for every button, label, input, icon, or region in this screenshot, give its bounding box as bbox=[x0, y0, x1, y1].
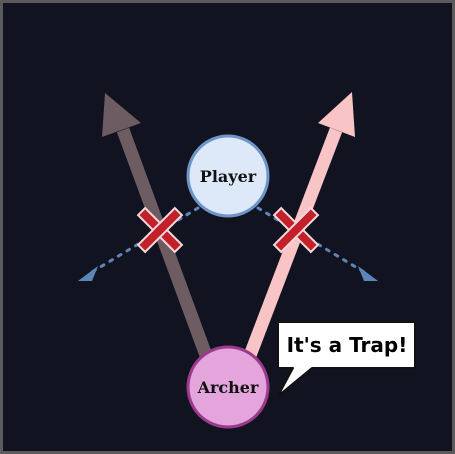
player-node[interactable]: Player bbox=[186, 134, 270, 218]
player-label: Player bbox=[200, 167, 257, 186]
arrow-up-left bbox=[102, 93, 214, 361]
archer-node[interactable]: Archer bbox=[186, 345, 270, 429]
arrow-up-left-icon bbox=[102, 93, 141, 137]
speech-bubble-text: It's a Trap! bbox=[287, 333, 408, 357]
arrow-up-right-icon bbox=[318, 92, 355, 137]
dotted-arrow-icon bbox=[358, 266, 378, 281]
archer-label: Archer bbox=[197, 378, 259, 397]
blocked-x-icon bbox=[272, 206, 320, 254]
speech-bubble: It's a Trap! bbox=[277, 321, 416, 397]
arrow-up-right bbox=[242, 92, 355, 361]
blocked-x-icon bbox=[136, 206, 184, 254]
dotted-arrow-icon bbox=[78, 266, 98, 281]
